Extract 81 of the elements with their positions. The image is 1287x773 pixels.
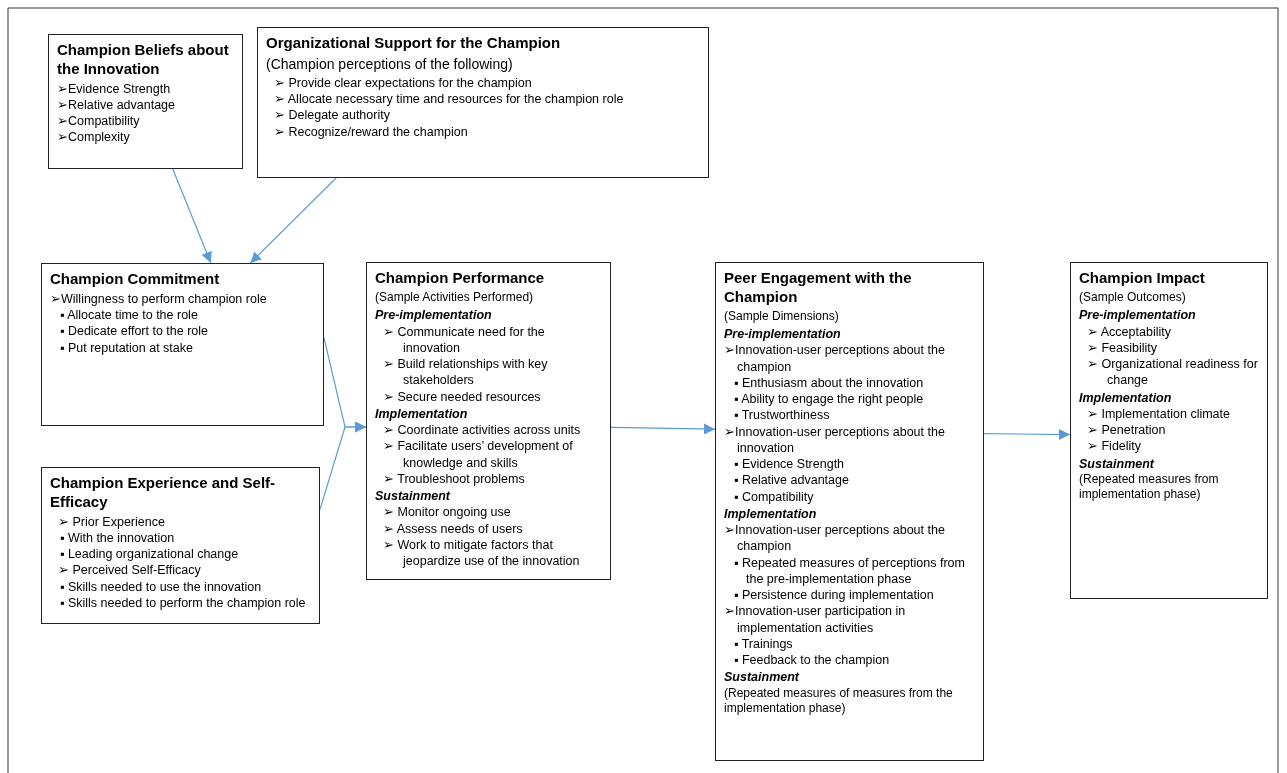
text-box	[257, 27, 709, 178]
sub-bullet-item: ▪ Leading organizational change	[59, 546, 240, 563]
arrow	[610, 423, 716, 435]
node-subtitle: (Repeated measures from implementation phase)	[1079, 471, 1220, 504]
sub-bullet-item: ▪ Evidence Strength	[733, 456, 846, 473]
bullet-item: ➢Compatibility	[57, 113, 141, 130]
phase-heading: Pre-implementation	[1079, 307, 1197, 324]
bullet-item: ➢ Implementation climate	[1086, 405, 1231, 423]
bullet-item: ➢Innovation-user perceptions about the innovation	[724, 423, 946, 457]
node-heading: Champion Impact	[1079, 269, 1206, 288]
node-heading: Organizational Support for the Champion	[266, 34, 562, 53]
sub-bullet-item: ▪ With the innovation	[59, 529, 176, 546]
node-subtitle: (Sample Outcomes)	[1079, 289, 1187, 306]
bullet-item: ➢ Recognize/reward the champion	[273, 123, 469, 140]
sub-bullet-item: ▪ Trainings	[733, 635, 794, 653]
bullet-item: ➢Complexity	[57, 129, 131, 146]
arrow	[172, 168, 212, 264]
bullet-item: ➢ Troubleshoot problems	[382, 470, 526, 488]
bullet-item: ➢ Acceptability	[1086, 323, 1172, 340]
bullet-item: ➢Willingness to perform champion role	[50, 290, 268, 307]
bullet-item: ➢Innovation-user perceptions about the champion	[724, 522, 946, 555]
bullet-item: ➢ Penetration	[1086, 422, 1167, 439]
bullet-item: ➢ Allocate necessary time and resources for the champion role	[273, 91, 625, 108]
sub-bullet-item: ▪ Skills needed to perform the champion role	[59, 594, 307, 611]
bullet-item: ➢ Facilitate users’ development of knowledge and skills	[382, 438, 574, 471]
text-box	[366, 262, 611, 580]
text-box	[41, 467, 320, 624]
phase-heading: Pre-implementation	[724, 326, 842, 343]
bullet-item: ➢ Secure needed resources	[382, 388, 542, 405]
text-box	[41, 263, 324, 426]
bullet-item: ➢ Communicate need for the innovation	[382, 323, 546, 357]
node-heading: Champion Experience and Self-Efficacy	[50, 474, 277, 512]
sub-bullet-item: ▪ Trustworthiness	[733, 407, 831, 424]
sub-bullet-item: ▪ Persistence during implementation	[733, 587, 935, 604]
node-subtitle: (Sample Activities Performed)	[375, 289, 535, 306]
bullet-item: ➢ Organizational readiness for change	[1086, 356, 1259, 389]
text-box	[715, 262, 984, 761]
node-subtitle: (Sample Dimensions)	[724, 308, 840, 325]
text-box	[1070, 262, 1268, 599]
node-heading: Champion Performance	[375, 269, 546, 288]
text-box	[48, 34, 243, 169]
bullet-item: ➢ Work to mitigate factors that jeopardize use of the innovation	[382, 536, 581, 570]
bullet-item: ➢Evidence Strength	[57, 80, 172, 97]
arrow	[319, 421, 367, 510]
node-heading: Champion Beliefs about the Innovation	[57, 41, 230, 79]
phase-heading: Sustainment	[1079, 455, 1156, 472]
bullet-item: ➢ Delegate authority	[273, 107, 391, 124]
sub-bullet-item: ▪ Put reputation at stake	[59, 339, 194, 356]
bullet-item: ➢ Monitor ongoing use	[382, 504, 512, 521]
bullet-item: ➢ Build relationships with key stakeholders	[382, 356, 549, 389]
node-subtitle: (Repeated measures of measures from the implementation phase)	[724, 685, 954, 717]
bullet-item: ➢ Prior Experience	[57, 513, 166, 530]
bullet-item: ➢ Fidelity	[1086, 438, 1143, 455]
bullet-item: ➢Relative advantage	[57, 96, 177, 113]
sub-bullet-item: ▪ Skills needed to use the innovation	[59, 578, 263, 595]
bullet-item: ➢ Provide clear expectations for the champion	[273, 74, 533, 92]
sub-bullet-item: ▪ Enthusiasm about the innovation	[733, 374, 925, 392]
phase-heading: Implementation	[724, 505, 818, 523]
sub-bullet-item: ▪ Relative advantage	[733, 472, 850, 489]
arrow	[249, 177, 337, 264]
phase-heading: Implementation	[375, 405, 469, 423]
phase-heading: Implementation	[1079, 389, 1173, 406]
bullet-item: ➢Innovation-user participation in implementation activities	[724, 603, 907, 636]
sub-bullet-item: ▪ Compatibility	[733, 488, 815, 505]
bullet-item: ➢ Perceived Self-Efficacy	[57, 562, 202, 579]
node-subtitle: (Champion perceptions of the following)	[266, 54, 514, 73]
bullet-item: ➢ Feasibility	[1086, 339, 1159, 357]
bullet-item: ➢Innovation-user perceptions about the champion	[724, 342, 946, 375]
sub-bullet-item: ▪ Allocate time to the role	[59, 307, 199, 324]
phase-heading: Sustainment	[724, 669, 801, 686]
sub-bullet-item: ▪ Dedicate effort to the role	[59, 323, 210, 340]
phase-heading: Pre-implementation	[375, 307, 493, 324]
sub-bullet-item: ▪ Ability to engage the right people	[733, 391, 925, 408]
node-heading: Peer Engagement with the Champion	[724, 269, 913, 307]
sub-bullet-item: ▪ Repeated measures of perceptions from the pre-implementation phase	[733, 554, 966, 588]
sub-bullet-item: ▪ Feedback to the champion	[733, 652, 891, 669]
node-heading: Champion Commitment	[50, 270, 221, 289]
phase-heading: Sustainment	[375, 488, 452, 505]
arrow	[983, 428, 1071, 440]
bullet-item: ➢ Coordinate activities across units	[382, 422, 582, 439]
bullet-item: ➢ Assess needs of users	[382, 520, 524, 537]
